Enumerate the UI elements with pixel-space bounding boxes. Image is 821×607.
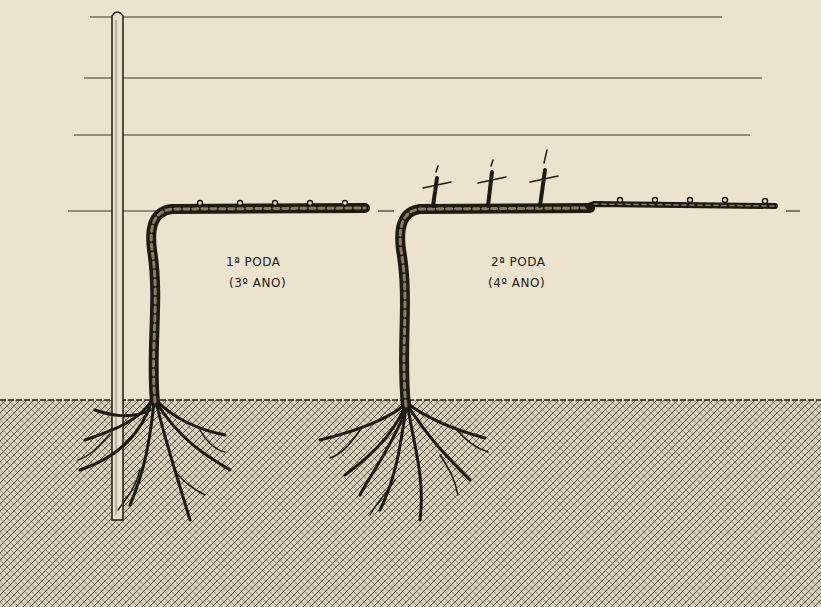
trellis-wires (68, 17, 800, 211)
year-label: (3º ANO) (229, 276, 286, 290)
roots (78, 400, 488, 520)
pruning-label: 1ª PODA (226, 255, 281, 269)
year-label: (4º ANO) (488, 276, 545, 290)
post (112, 12, 123, 520)
pruned-spurs (423, 150, 558, 206)
pruning-label: 2ª PODA (491, 255, 546, 269)
vines (151, 198, 775, 407)
